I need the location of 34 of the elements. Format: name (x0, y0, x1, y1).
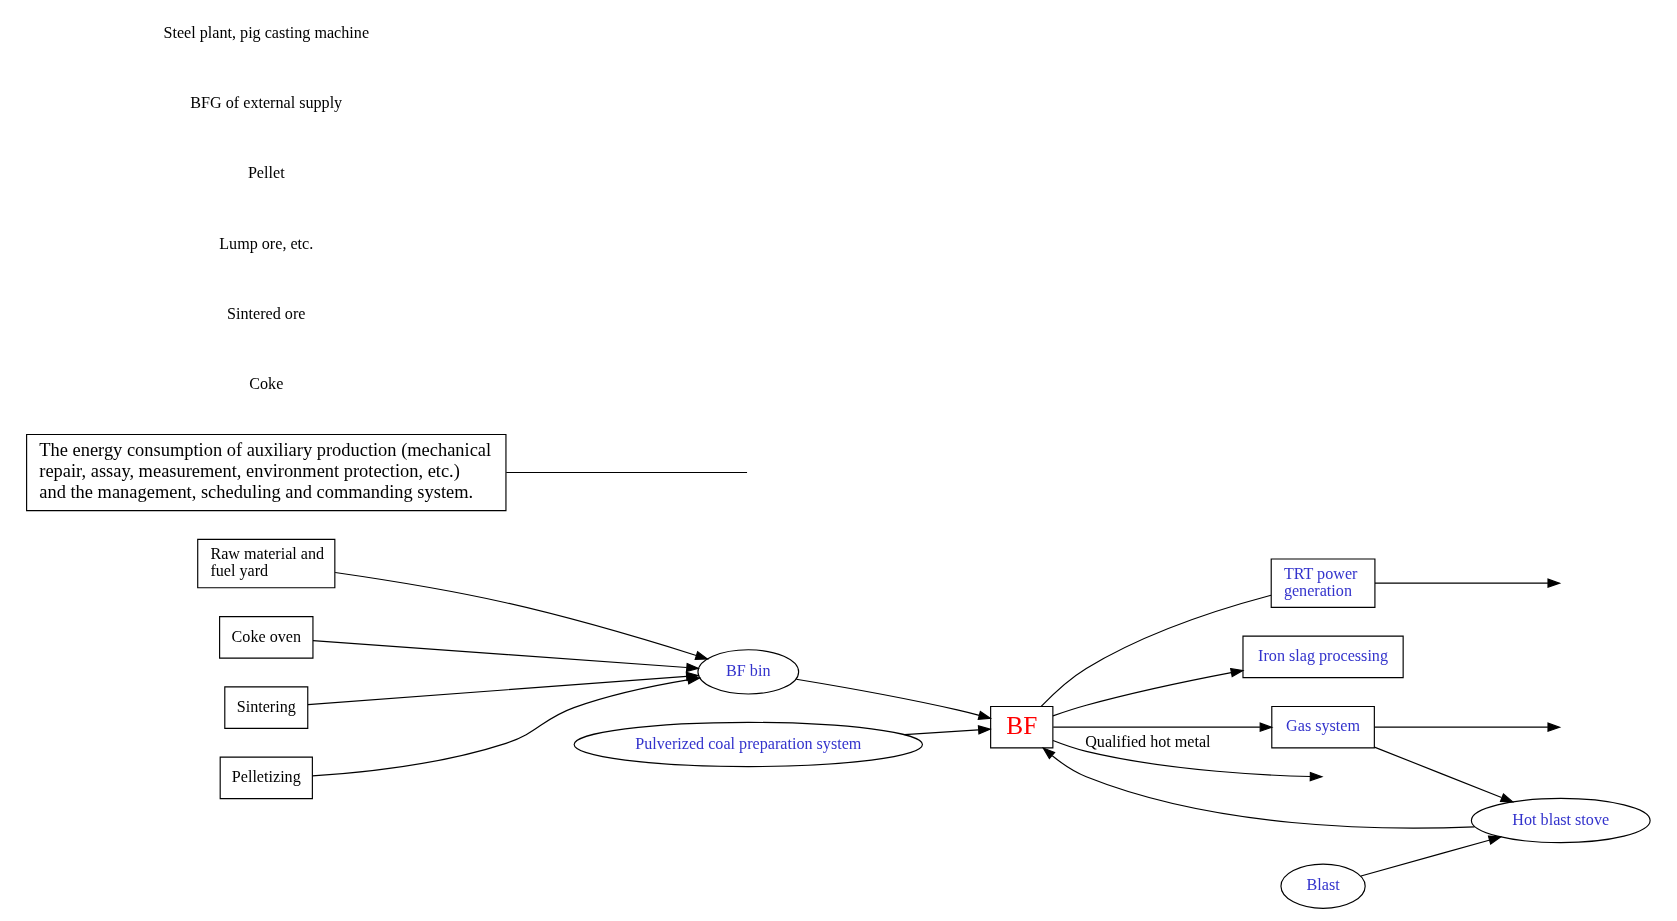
node-ellipse: Pulverized coal preparation system (573, 721, 924, 768)
connector (1040, 594, 1272, 708)
node-box: Gas system (1271, 705, 1375, 749)
label: Lump ore, etc. (219, 234, 314, 252)
arrow (312, 640, 701, 673)
label: Pellet (247, 164, 285, 182)
node-box: Raw material and fuel yard (197, 538, 336, 589)
arrow (334, 571, 710, 660)
label: Coke (249, 375, 284, 393)
connector (505, 471, 748, 474)
arrow (1373, 722, 1562, 733)
node-ellipse: Blast (1280, 863, 1366, 909)
arrow (1052, 739, 1324, 782)
arrow (1041, 746, 1476, 829)
arrow (795, 678, 993, 720)
node-box: BF (990, 705, 1054, 749)
label: BFG of external supply (190, 94, 343, 112)
arrow (1360, 835, 1503, 877)
node-box: TRT power generation (1270, 558, 1376, 608)
node-box: Sintering (224, 686, 309, 729)
arrow (1052, 722, 1274, 733)
arrow (311, 675, 702, 777)
node-ellipse: BF bin (697, 649, 800, 695)
arrow (1374, 578, 1562, 588)
node-box: Iron slag processing (1242, 635, 1404, 679)
arrow (1373, 746, 1515, 803)
node-box: Coke oven (219, 616, 314, 659)
arrow (903, 725, 992, 736)
label: Sintered ore (227, 304, 306, 322)
arrow (1052, 667, 1245, 717)
node-box: Pelletizing (219, 756, 313, 800)
node-box: The energy consumption of auxiliary production (mechanical repair, assay, measurement, environment protection, etc.) and the management, scheduling and commanding system. (26, 433, 507, 512)
label: Steel plant, pig casting machine (163, 23, 370, 41)
edge-label: Qualified hot metal (1085, 733, 1211, 751)
